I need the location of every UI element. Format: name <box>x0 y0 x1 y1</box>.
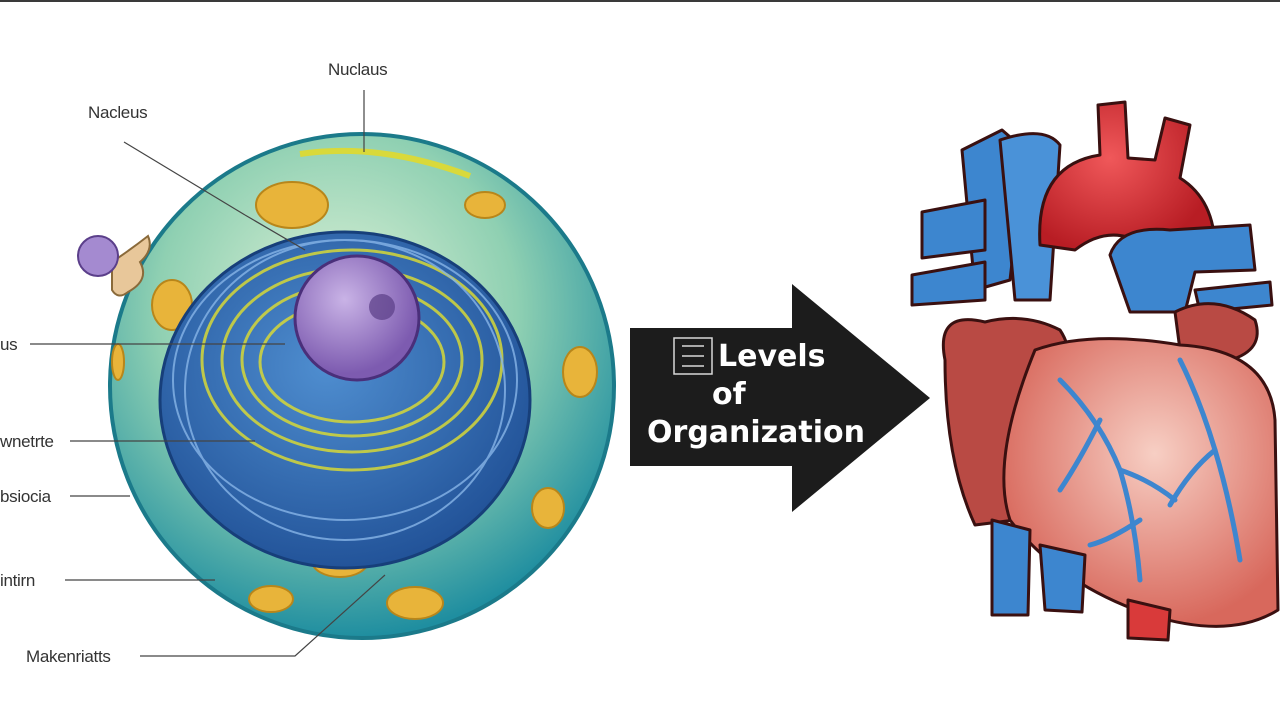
pulmonary-vein-left-upper <box>920 198 987 260</box>
arrow-title-line-2: of <box>712 377 746 412</box>
nucleus <box>293 254 421 382</box>
leader-line-upper-left <box>123 141 246 216</box>
organelle <box>248 585 294 613</box>
leader-lines <box>30 90 386 657</box>
organelle <box>562 346 598 398</box>
label-left-2: wnetrte <box>0 432 54 451</box>
label-left-3: bsiocia <box>0 487 51 506</box>
arrow-shape <box>630 284 930 512</box>
heart <box>910 100 1280 642</box>
leader-line-upper-left-inner <box>244 214 306 251</box>
arrow-title-line-1: Levels <box>718 339 826 374</box>
er-outer-folds <box>172 239 518 541</box>
membrane-protein <box>77 234 151 297</box>
cell-rim-highlight <box>299 147 472 179</box>
organelle <box>464 191 506 219</box>
organelle <box>111 343 125 381</box>
coronary-vessels <box>1057 357 1243 583</box>
organelle <box>255 181 329 229</box>
nucleolus <box>369 294 395 320</box>
pulmonary-artery <box>1108 223 1257 314</box>
organelle <box>531 487 565 529</box>
top-border <box>0 0 1280 2</box>
endoplasmic-reticulum <box>158 230 532 570</box>
inferior-vena-cava <box>990 518 1032 617</box>
label-bottom: Makenriatts <box>26 647 111 666</box>
label-upper-left: Nacleus <box>88 103 148 122</box>
descending-aorta <box>1126 598 1172 642</box>
leader-line-bottom <box>140 574 386 657</box>
arrow-title: Levels of Organization <box>640 338 872 452</box>
label-top: Nuclaus <box>328 60 388 79</box>
organelle <box>386 586 444 620</box>
arrow-title-line-3: Organization <box>647 415 865 450</box>
cell <box>108 132 616 640</box>
label-left-4: intirn <box>0 571 36 590</box>
inferior-vessel <box>1038 543 1087 614</box>
arrow-icon <box>673 337 713 375</box>
pulmonary-vein-left-lower <box>910 260 987 307</box>
label-left-1: us <box>0 335 18 354</box>
